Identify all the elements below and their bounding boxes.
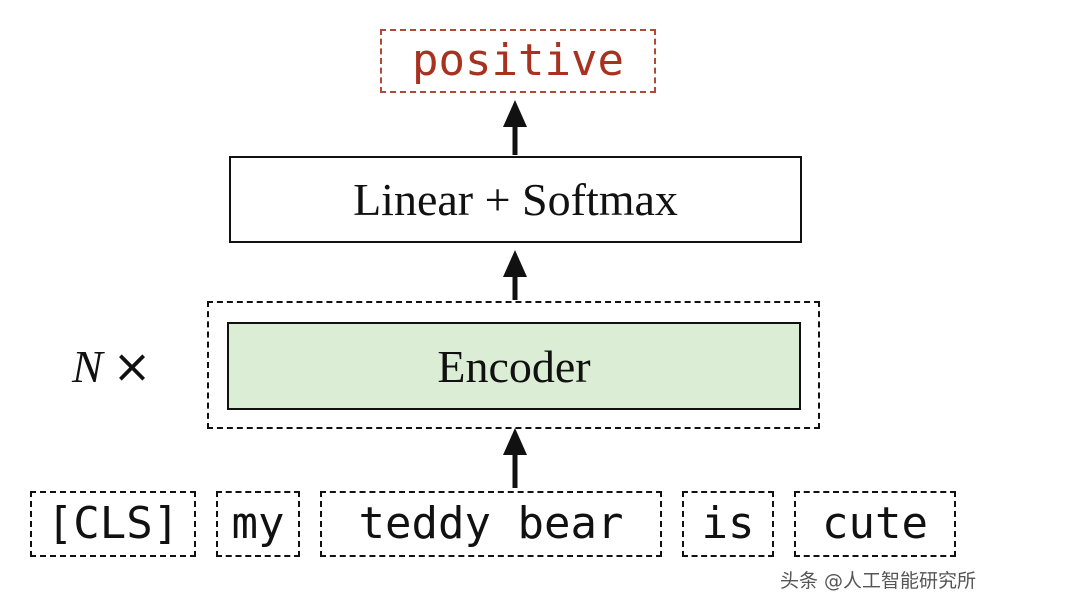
token-label: my [231, 498, 285, 549]
arrow-encoder-to-linear [503, 250, 527, 300]
encoder-label: Encoder [437, 340, 591, 392]
output-box: positive [380, 29, 656, 93]
encoder-stack-outline [207, 301, 820, 429]
token-label: teddy bear [358, 498, 624, 549]
output-label: positive [412, 35, 624, 86]
token-cute: cute [794, 491, 956, 557]
arrow-tokens-to-encoder [503, 428, 527, 488]
repeat-variable: N [72, 340, 103, 392]
token-my: my [216, 491, 300, 557]
encoder-box: Encoder [227, 322, 801, 410]
token-label: cute [822, 498, 928, 549]
token-label: is [701, 498, 755, 549]
token-label: [CLS] [46, 498, 180, 549]
repeat-label: N × [72, 334, 151, 398]
linear-softmax-box: Linear + Softmax [229, 156, 802, 243]
token-teddy-bear: teddy bear [320, 491, 662, 557]
repeat-times-sign: × [112, 339, 152, 393]
token-is: is [682, 491, 774, 557]
token-cls: [CLS] [30, 491, 196, 557]
linear-softmax-label: Linear + Softmax [353, 174, 678, 225]
watermark: 头条 @人工智能研究所 [780, 570, 977, 592]
arrow-linear-to-output [503, 100, 527, 155]
